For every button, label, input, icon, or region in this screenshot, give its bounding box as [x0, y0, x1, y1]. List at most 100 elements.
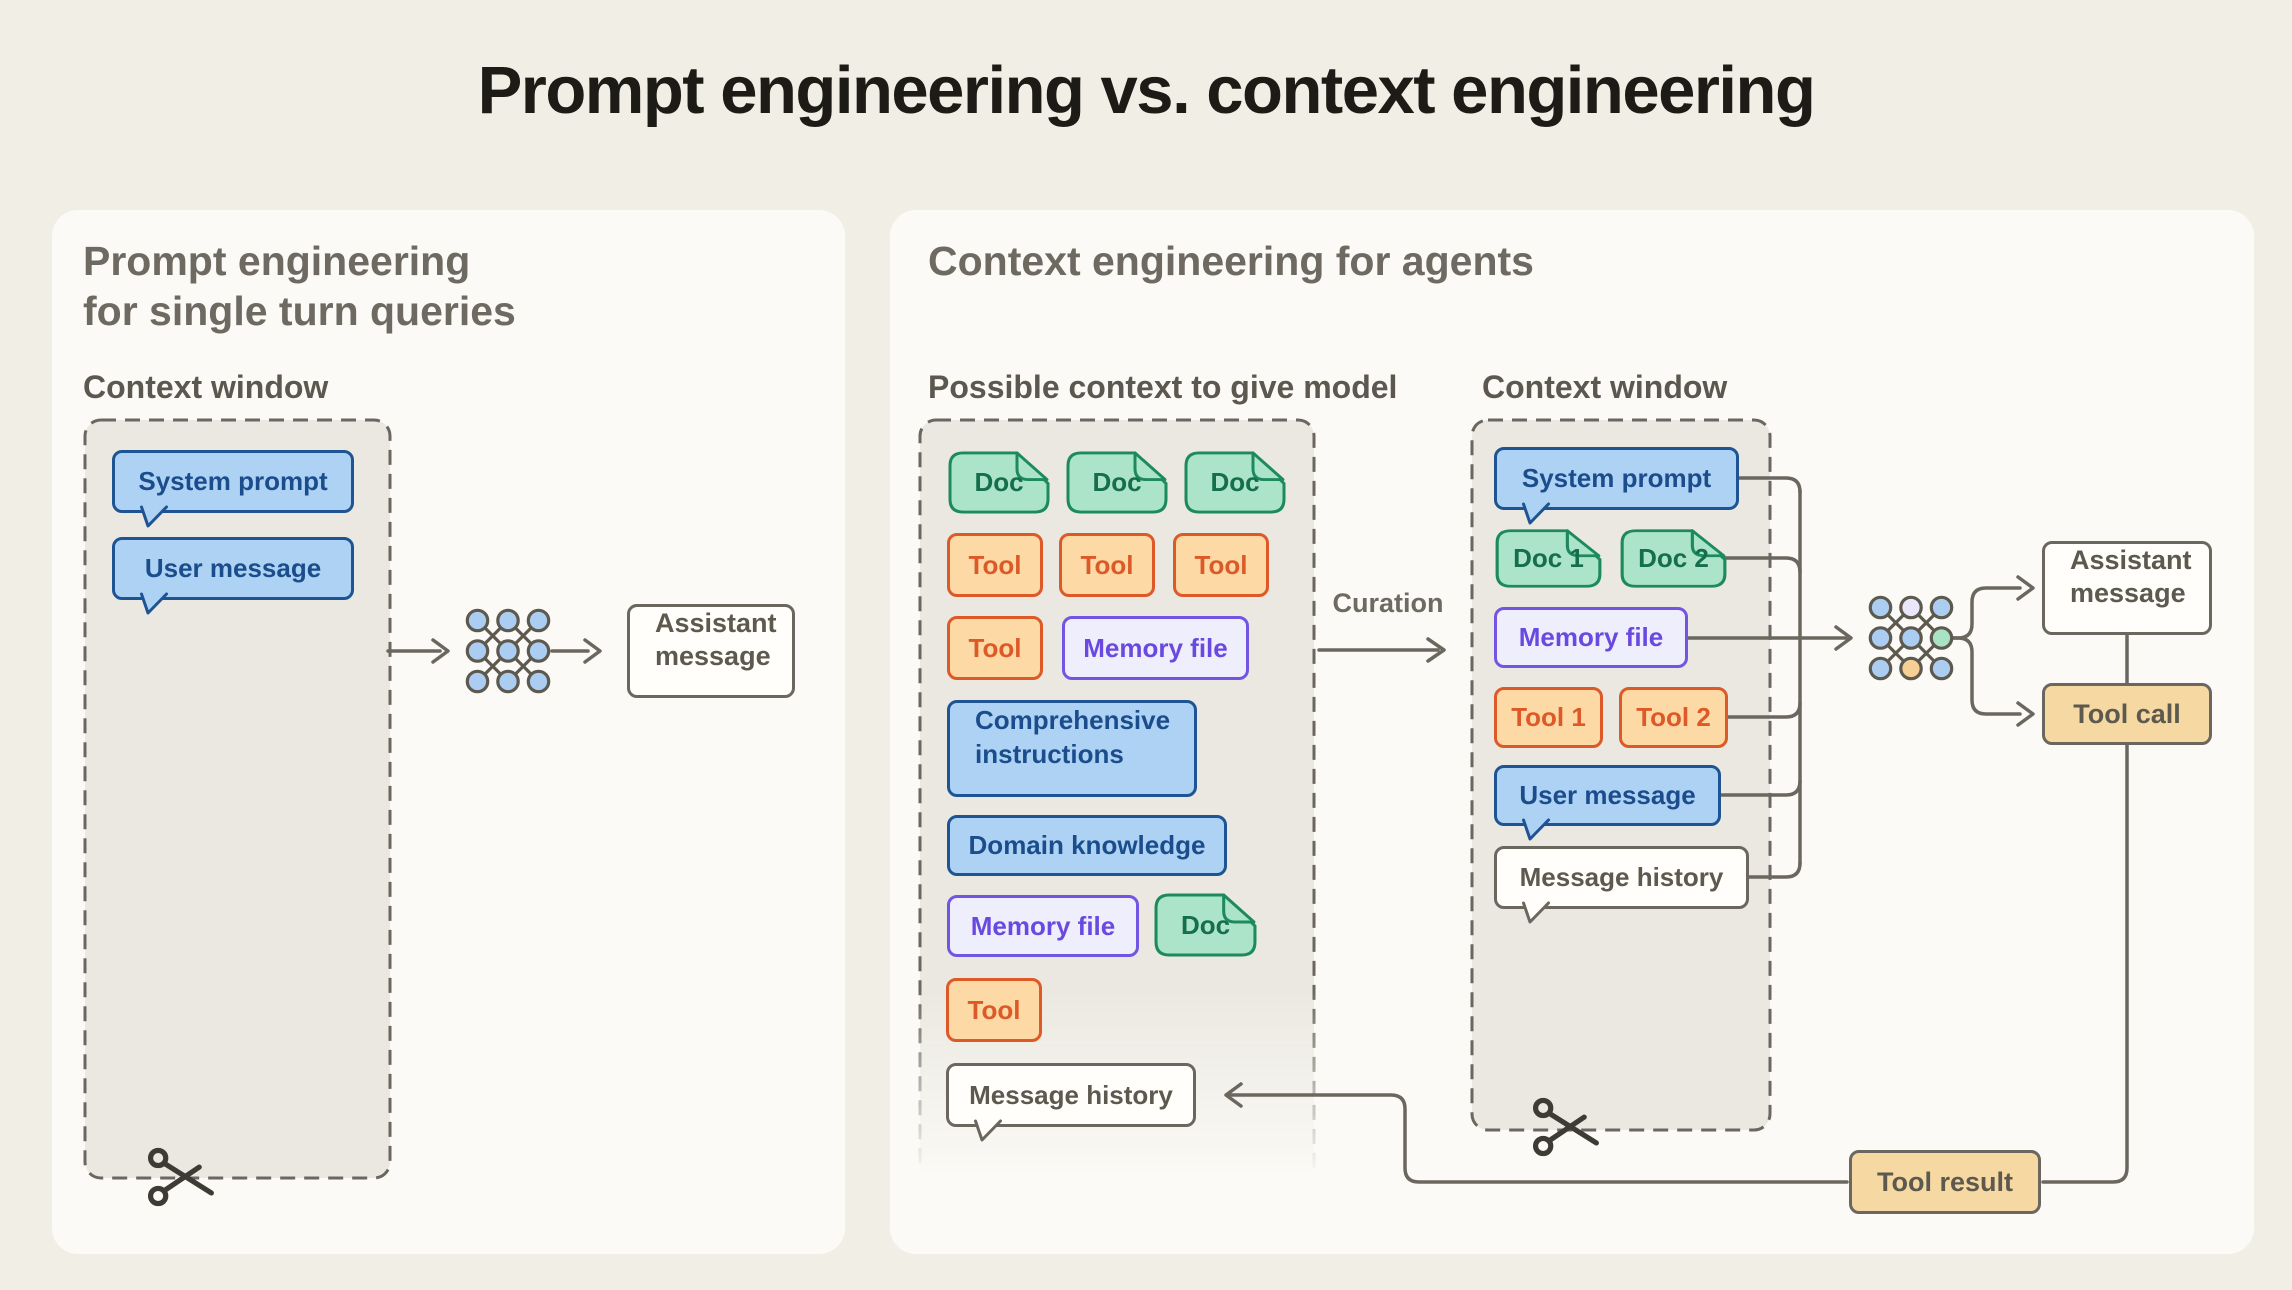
assistant-message-box: Assistant message — [627, 604, 795, 698]
bubble-tail — [140, 592, 168, 615]
system-prompt-label: System prompt — [1521, 463, 1712, 493]
doc-label: Doc — [1210, 467, 1260, 497]
memory-file-item: Memory file — [1494, 607, 1688, 668]
doc-item: Doc — [1183, 450, 1287, 515]
user-message-bubble: User message — [112, 537, 354, 615]
curation-label: Curation — [1332, 588, 1444, 618]
bubble-tail — [1522, 502, 1550, 525]
doc-icon — [1495, 529, 1602, 588]
system-prompt-label: System prompt — [138, 466, 328, 496]
memory-file-label: Memory file — [1518, 622, 1664, 652]
assistant-message-box: Assistant message — [2042, 541, 2212, 635]
tool-item: Tool — [946, 978, 1042, 1042]
arrowhead — [2016, 701, 2035, 727]
bubble-tail — [1522, 818, 1550, 841]
connector-system-prompt — [1734, 476, 1802, 494]
tool-call-box: Tool call — [2042, 683, 2212, 745]
doc-item: Doc — [1153, 892, 1258, 958]
doc-label: Doc — [974, 467, 1024, 497]
doc-item: Doc — [1065, 450, 1169, 515]
branch-to-assistant — [1950, 586, 2022, 640]
left-panel-heading-line2: for single turn queries — [83, 288, 516, 334]
doc-label: Doc — [1180, 909, 1231, 940]
message-history-bubble: Message history — [1494, 846, 1749, 924]
arrowhead — [1426, 637, 1446, 663]
connector-doc2 — [1723, 556, 1802, 574]
doc-item: Doc — [947, 450, 1051, 515]
tool-item: Tool 1 — [1494, 687, 1603, 748]
domain-knowledge-label: Domain knowledge — [968, 830, 1206, 860]
message-history-label: Message history — [1519, 862, 1724, 892]
tool-label: Tool 2 — [1636, 702, 1711, 732]
doc-icon — [1066, 451, 1168, 514]
domain-knowledge-item: Domain knowledge — [947, 815, 1227, 876]
tool-label: Tool — [967, 994, 1021, 1025]
memory-file-item: Memory file — [947, 895, 1139, 957]
tool-label: Tool 1 — [1511, 702, 1586, 732]
tool-label: Tool — [968, 632, 1022, 663]
tool-label: Tool — [1194, 549, 1248, 580]
arrowhead — [1224, 1082, 1243, 1108]
tool-item: Tool — [1173, 533, 1269, 597]
message-history-bubble: Message history — [946, 1063, 1196, 1142]
arrowhead — [1834, 625, 1853, 651]
left-panel-heading: Prompt engineering for single turn queri… — [83, 236, 516, 336]
memory-file-item: Memory file — [1062, 616, 1249, 680]
assistant-message-line1: Assistant — [2070, 545, 2192, 575]
branch-to-tool-call — [1950, 636, 2022, 716]
doc-label: Doc — [1092, 467, 1142, 497]
feedback-toolresult-to-history — [1227, 1093, 1849, 1184]
connector-user-message — [1716, 779, 1802, 797]
user-message-label: User message — [1519, 780, 1696, 810]
assistant-message-line2: message — [655, 641, 771, 671]
doc-icon — [1620, 529, 1727, 588]
doc-label: Doc 2 — [1638, 543, 1709, 573]
context-window-label-left: Context window — [83, 369, 329, 405]
arrowhead — [583, 638, 602, 664]
comprehensive-line1: Comprehensive — [975, 705, 1171, 735]
tool-item: Tool — [947, 616, 1043, 680]
doc-item: Doc 1 — [1494, 528, 1603, 589]
tool-result-label: Tool result — [1876, 1166, 2013, 1197]
doc-icon — [1154, 893, 1257, 957]
tool-label: Tool — [968, 549, 1022, 580]
system-prompt-bubble: System prompt — [1494, 447, 1739, 525]
right-panel-heading: Context engineering for agents — [928, 238, 1534, 284]
tool-call-label: Tool call — [2073, 698, 2181, 729]
memory-file-label: Memory file — [970, 910, 1116, 941]
left-panel-heading-line1: Prompt engineering — [83, 238, 471, 284]
tool-item: Tool — [947, 533, 1043, 597]
tool-item: Tool 2 — [1619, 687, 1728, 748]
arrowhead — [2016, 575, 2035, 601]
doc-item: Doc 2 — [1619, 528, 1728, 589]
context-window-box-left — [83, 418, 392, 1180]
system-prompt-bubble: System prompt — [112, 450, 354, 528]
connector-message-history — [1744, 861, 1802, 879]
comprehensive-instructions-item: Comprehensive instructions — [947, 700, 1197, 797]
connector-tool2 — [1723, 701, 1802, 719]
scissors-icon — [1532, 1097, 1599, 1157]
page-title: Prompt engineering vs. context engineeri… — [477, 53, 1816, 128]
link-toolcall-toolresult — [2041, 743, 2129, 1184]
neural-net-icon — [1868, 595, 1954, 681]
context-window-label-right: Context window — [1482, 369, 1728, 405]
doc-icon — [948, 451, 1050, 514]
tool-item: Tool — [1059, 533, 1155, 597]
arrowhead — [431, 638, 450, 664]
bubble-tail — [140, 505, 168, 528]
bubble-tail — [974, 1119, 1002, 1142]
assistant-message-line2: message — [2070, 578, 2186, 608]
scissors-icon — [147, 1147, 214, 1207]
comprehensive-line2: instructions — [975, 739, 1124, 769]
bubble-tail — [1522, 901, 1550, 924]
user-message-bubble: User message — [1494, 765, 1721, 841]
neural-net-icon — [465, 608, 551, 694]
doc-label: Doc 1 — [1513, 543, 1584, 573]
possible-context-label: Possible context to give model — [928, 369, 1398, 405]
tool-result-box: Tool result — [1849, 1150, 2041, 1214]
memory-file-label: Memory file — [1083, 632, 1228, 663]
tool-label: Tool — [1080, 549, 1134, 580]
user-message-label: User message — [144, 553, 322, 583]
